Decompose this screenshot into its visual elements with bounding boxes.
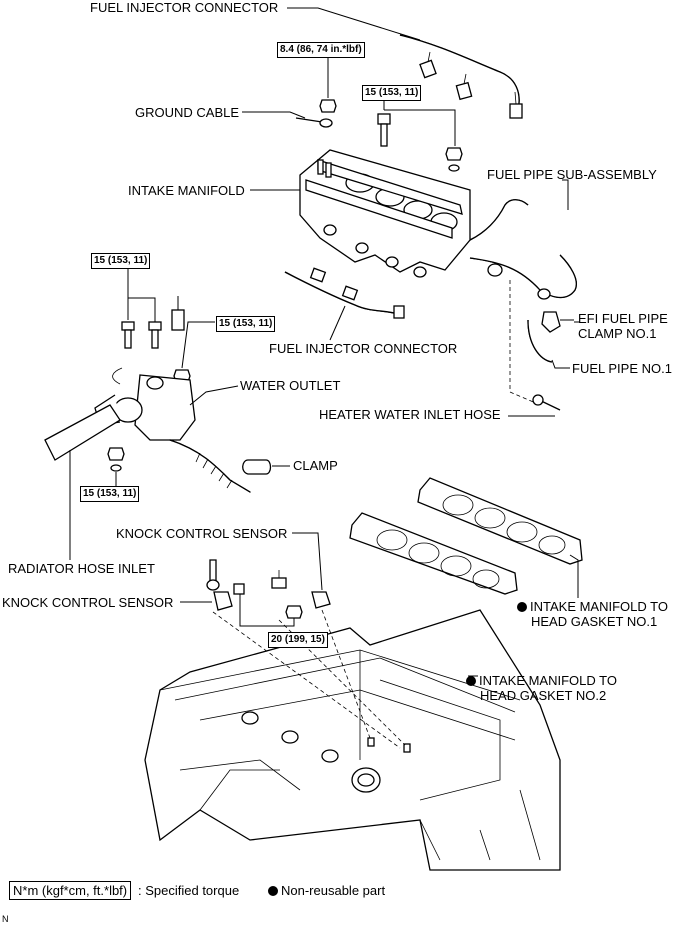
label-radiator-hose-inlet: RADIATOR HOSE INLET <box>8 561 155 576</box>
label-fuel-injector-connector-top: FUEL INJECTOR CONNECTOR <box>90 0 279 15</box>
torque-water-outlet-nut-upper: 15 (153, 11) <box>216 316 276 332</box>
water-outlet-part <box>94 264 239 441</box>
legend-non-reusable-text: Non-reusable part <box>281 883 386 898</box>
torque-water-outlet-bolts: 15 (153, 11) <box>91 253 151 269</box>
fuel-injector-connector-top-harness <box>287 7 523 119</box>
non-reusable-marker <box>466 676 476 686</box>
label-fuel-pipe-no1: FUEL PIPE NO.1 <box>572 361 672 376</box>
gasket-no1-line1-text: INTAKE MANIFOLD TO <box>530 599 668 614</box>
torque-water-outlet-nut-lower: 15 (153, 11) <box>80 486 140 502</box>
radiator-hose-inlet-part <box>44 404 121 560</box>
label-intake-manifold: INTAKE MANIFOLD <box>128 183 245 198</box>
label-knock-control-sensor-left: KNOCK CONTROL SENSOR <box>2 595 174 610</box>
torque-manifold-bolt: 15 (153, 11) <box>362 85 422 101</box>
non-reusable-marker <box>517 602 527 612</box>
intake-manifold-head-gasket-no1 <box>417 477 583 598</box>
label-ground-cable: GROUND CABLE <box>135 105 240 120</box>
manifold-bolt-and-nut <box>377 96 463 172</box>
water-outlet-lower-nut <box>107 447 125 486</box>
label-efi-fuel-pipe-clamp-line1: EFI FUEL PIPE <box>578 311 668 326</box>
fuel-pipe-sub-assembly-part <box>469 179 577 300</box>
water-hose-part <box>169 439 251 493</box>
clamp-part <box>242 459 290 475</box>
knock-control-sensors <box>180 532 331 627</box>
heater-water-inlet-hose-part <box>508 394 561 417</box>
legend-non-reusable: Non-reusable part <box>268 883 385 898</box>
label-efi-fuel-pipe-clamp-line2: CLAMP NO.1 <box>578 326 657 341</box>
efi-clamp-and-fuel-pipe-no1 <box>509 280 574 405</box>
legend-torque-desc: : Specified torque <box>138 883 240 898</box>
label-fuel-pipe-sub-assembly: FUEL PIPE SUB-ASSEMBLY <box>487 167 657 182</box>
label-gasket-no2-line2: HEAD GASKET NO.2 <box>480 688 607 703</box>
engine-block <box>144 609 561 871</box>
label-knock-control-sensor-upper: KNOCK CONTROL SENSOR <box>116 526 288 541</box>
intake-manifold-head-gasket-no2 <box>349 512 518 595</box>
label-gasket-no1-line1: INTAKE MANIFOLD TO <box>517 599 668 614</box>
label-heater-water-inlet-hose: HEATER WATER INLET HOSE <box>319 407 501 422</box>
torque-knock-sensor-nut: 20 (199, 15) <box>268 632 328 648</box>
label-gasket-no1-line2: HEAD GASKET NO.1 <box>531 614 658 629</box>
fuel-injector-connector-bottom-part <box>284 267 405 341</box>
label-clamp: CLAMP <box>293 458 338 473</box>
ground-cable-part <box>242 111 333 128</box>
ground-nut <box>319 58 337 113</box>
non-reusable-legend-marker <box>268 886 278 896</box>
figure-code: N <box>2 914 9 924</box>
label-gasket-no2-line1: INTAKE MANIFOLD TO <box>466 673 617 688</box>
gasket-no2-line1-text: INTAKE MANIFOLD TO <box>479 673 617 688</box>
intake-manifold-part <box>250 149 471 278</box>
label-fuel-injector-connector-bottom: FUEL INJECTOR CONNECTOR <box>269 341 458 356</box>
torque-ground-nut: 8.4 (86, 74 in.*lbf) <box>277 42 365 58</box>
label-water-outlet: WATER OUTLET <box>240 378 341 393</box>
legend-torque-unit: N*m (kgf*cm, ft.*lbf) <box>9 881 132 900</box>
